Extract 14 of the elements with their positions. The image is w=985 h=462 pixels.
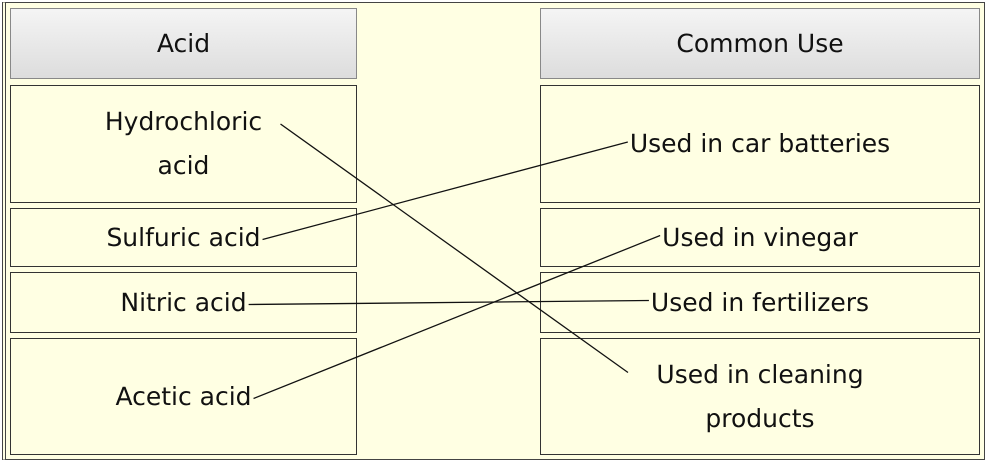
matching-line: [248, 300, 649, 306]
matching-text: Nitric acid: [120, 280, 247, 324]
matching-text: Sulfuric acid: [106, 216, 261, 260]
matching-text: Hydrochloric acid: [88, 100, 278, 188]
column-header: Common Use: [676, 28, 844, 60]
matching-line: [262, 141, 628, 240]
matching-text: Acetic acid: [115, 374, 252, 418]
matching-line: [253, 234, 660, 400]
matching-text: Used in fertilizers: [650, 280, 870, 324]
column-header: Acid: [156, 28, 210, 60]
matching-text: Used in cleaning products: [630, 352, 890, 440]
matching-text: Used in car batteries: [630, 122, 890, 166]
matching-line: [280, 123, 628, 374]
matching-text: Used in vinegar: [662, 216, 858, 260]
